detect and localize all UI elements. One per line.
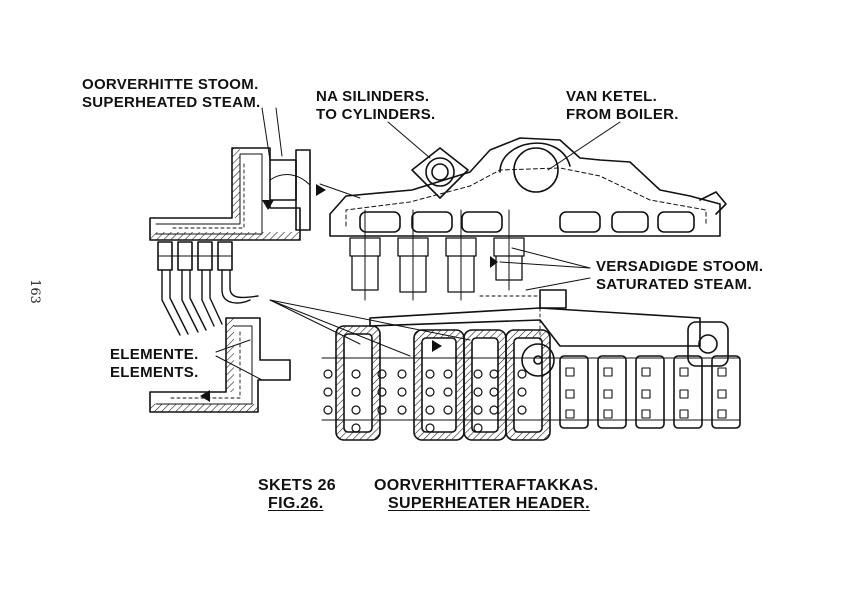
header-studs: [349, 209, 525, 301]
caption-sketch-number: SKETS 26: [258, 477, 336, 494]
caption-title-en: SUPERHEATER HEADER.: [388, 495, 590, 512]
label-to-cylinders-en: TO CYLINDERS.: [316, 106, 436, 123]
label-to-cylinders-af: NA SILINDERS.: [316, 88, 430, 105]
label-from-boiler-en: FROM BOILER.: [566, 106, 679, 123]
caption-title-af: OORVERHITTERAFTAKKAS.: [374, 477, 599, 494]
element-return-elbow: [149, 317, 291, 413]
label-from-boiler-af: VAN KETEL.: [566, 88, 658, 105]
label-saturated-steam-af: VERSADIGDE STOOM.: [596, 258, 764, 275]
caption-figure-number: FIG.26.: [268, 495, 324, 512]
superheated-outlet-pipe: [149, 147, 311, 241]
label-elements-en: ELEMENTS.: [110, 364, 199, 381]
label-superheated-steam-en: SUPERHEATED STEAM.: [82, 94, 261, 111]
element-clips: [565, 367, 727, 419]
flow-arrows: [200, 184, 498, 402]
element-tubes: [161, 269, 259, 336]
label-superheated-steam-af: OORVERHITTE STOOM.: [82, 76, 259, 93]
element-couplings: [157, 241, 233, 271]
label-saturated-steam-en: SATURATED STEAM.: [596, 276, 752, 293]
element-block: [321, 325, 741, 441]
label-elements-af: ELEMENTE.: [110, 346, 199, 363]
hidden-lines: [167, 163, 541, 399]
element-bolt-holes: [323, 369, 527, 433]
saturated-header-pipe: [369, 289, 729, 367]
header-casting: [329, 137, 727, 237]
leader-lines: [215, 107, 621, 381]
